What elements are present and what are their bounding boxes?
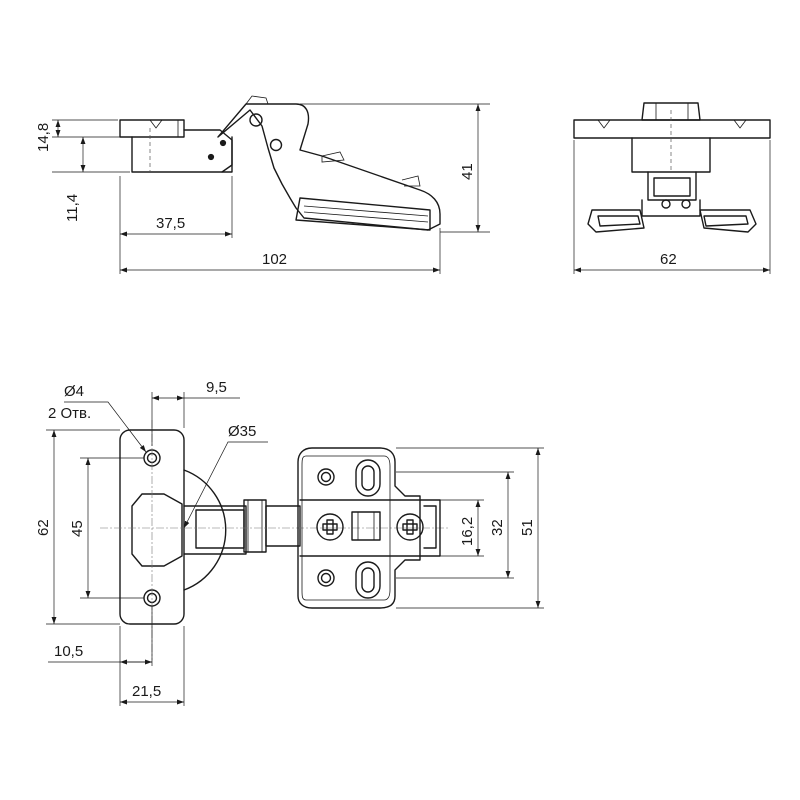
side-view <box>119 95 441 231</box>
dim-slot-spacing: 16,2 <box>459 517 476 546</box>
dim-side-total-height: 41 <box>459 163 476 180</box>
dim-side-height-bottom: 11,4 <box>64 194 81 222</box>
label-cup-diameter: Ø35 <box>228 423 256 440</box>
dim-front-width: 62 <box>660 251 677 268</box>
dim-hole-edge-distance: 10,5 <box>54 643 83 660</box>
dim-side-base-length: 37,5 <box>156 215 185 232</box>
front-view <box>573 102 771 233</box>
dim-mount-height: 51 <box>519 519 536 536</box>
dim-mount-spacing: 32 <box>489 519 506 536</box>
dim-hole-offset: 9,5 <box>206 379 227 396</box>
plan-view-dimensions: Ø4 2 Отв. 9,5 Ø35 62 45 10,5 21,5 16,2 3… <box>35 379 544 706</box>
dim-side-height-top: 14,8 <box>35 123 52 152</box>
label-hole-count: 2 Отв. <box>48 405 91 422</box>
dim-side-total-length: 102 <box>262 251 287 268</box>
dim-plate-width: 21,5 <box>132 683 161 700</box>
side-view-dimensions: 14,8 11,4 37,5 102 41 <box>35 103 490 274</box>
label-hole-diameter: Ø4 <box>64 383 84 400</box>
front-view-dimensions: 62 <box>573 140 771 274</box>
dim-plate-height: 62 <box>35 519 52 536</box>
dim-hole-spacing: 45 <box>69 520 86 537</box>
plan-view <box>100 420 450 660</box>
